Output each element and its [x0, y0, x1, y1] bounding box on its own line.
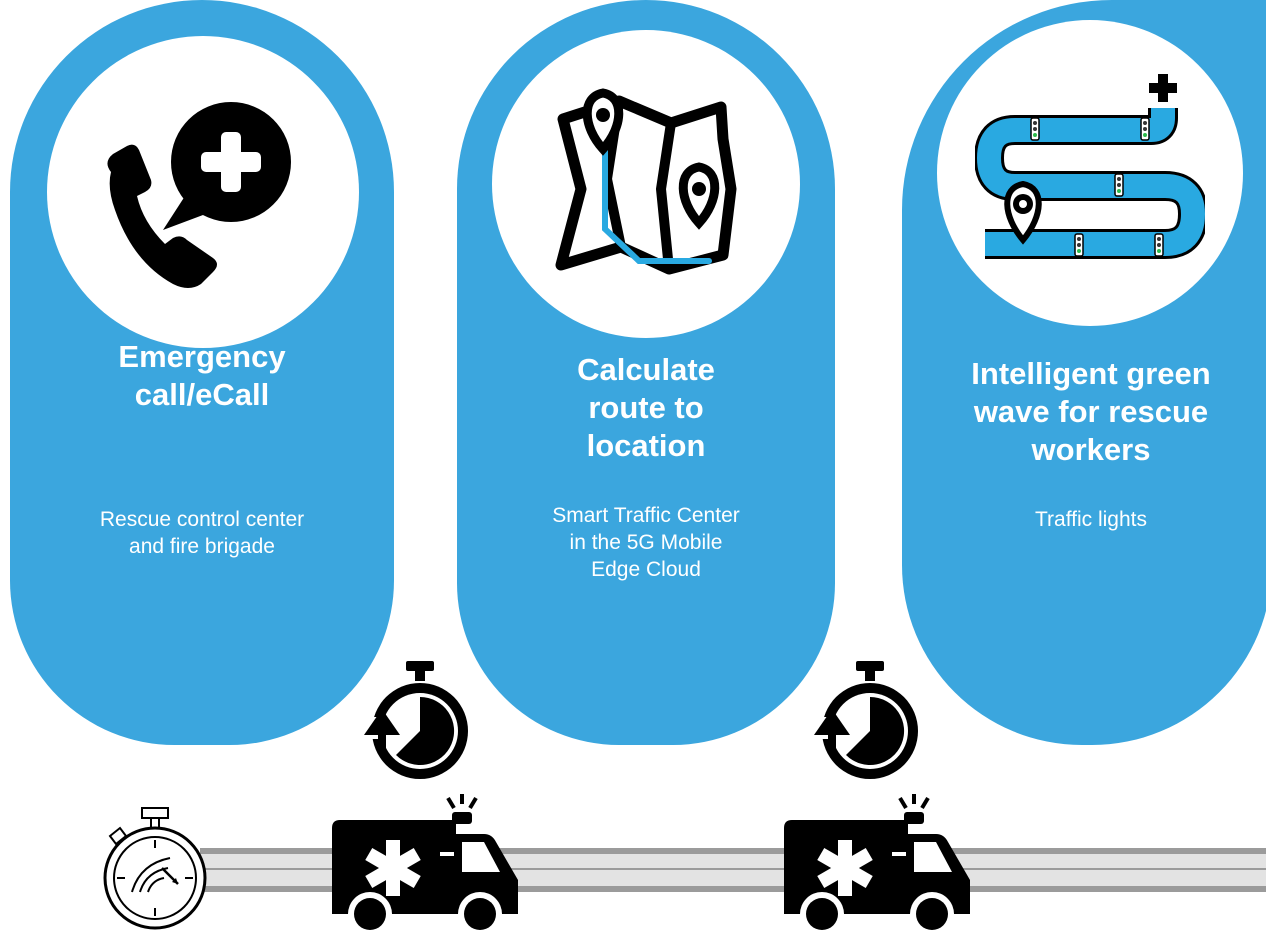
step-title: Intelligent green wave for rescue worker… — [930, 355, 1252, 469]
route-map-icon — [555, 88, 737, 275]
traffic-light-icon — [1154, 233, 1164, 257]
step-subtitle-line: in the 5G Mobile — [569, 531, 723, 554]
step-subtitle-line: and fire brigade — [129, 535, 275, 558]
step-title-line: call/eCall — [134, 377, 270, 412]
step-subtitle: Traffic lights — [930, 506, 1252, 533]
step-title-line: workers — [1031, 432, 1151, 467]
ambulance-icon — [332, 794, 518, 931]
phone-medical-icon — [107, 102, 291, 288]
step-icon-circle — [47, 36, 359, 348]
step-icon-circle — [937, 20, 1243, 326]
step-subtitle: Smart Traffic Center in the 5G Mobile Ed… — [490, 502, 802, 583]
step-title-line: wave for rescue — [973, 394, 1209, 429]
timer-icon — [814, 661, 918, 779]
step-title: Emergency call/eCall — [60, 338, 344, 414]
step-title-line: Intelligent green — [971, 356, 1211, 391]
traffic-light-icon — [1074, 233, 1084, 257]
traffic-light-icon — [1140, 117, 1150, 141]
step-subtitle: Rescue control center and fire brigade — [50, 506, 354, 560]
green-wave-road-icon — [975, 74, 1205, 259]
ambulance-icon — [784, 794, 970, 931]
stopwatch-speed-icon — [103, 807, 207, 930]
step-title: Calculate route to location — [500, 351, 792, 465]
step-subtitle-line: Edge Cloud — [591, 558, 701, 581]
timer-icon — [364, 661, 468, 779]
step-subtitle-line: Rescue control center — [99, 508, 305, 531]
step-title-line: Calculate — [577, 352, 715, 387]
step-subtitle-line: Traffic lights — [1034, 508, 1148, 531]
traffic-light-icon — [1114, 173, 1124, 197]
step-icon-circle — [492, 30, 800, 338]
step-title-line: Emergency — [118, 339, 286, 374]
step-title-line: location — [586, 428, 706, 463]
step-title-line: route to — [588, 390, 704, 425]
step-subtitle-line: Smart Traffic Center — [552, 504, 740, 527]
traffic-light-icon — [1030, 117, 1040, 141]
location-pin-icon — [1004, 180, 1042, 245]
